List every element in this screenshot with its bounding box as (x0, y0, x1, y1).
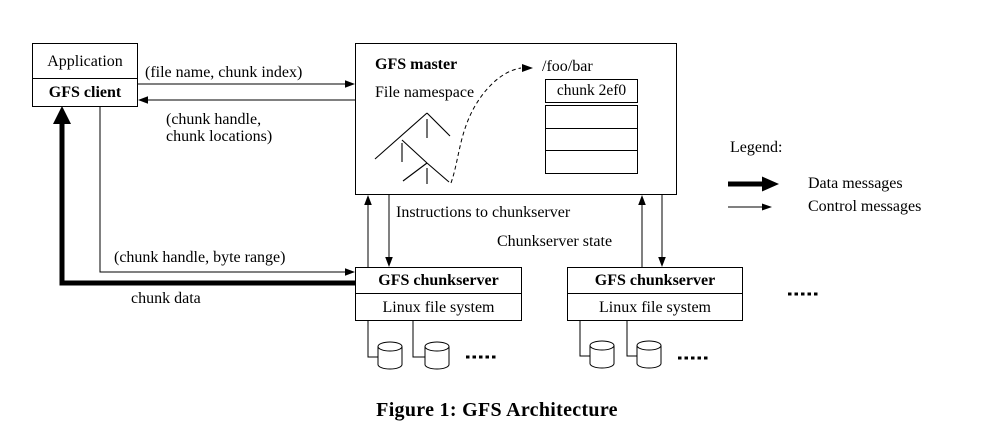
control-arrow-response (138, 96, 355, 104)
legend-title: Legend: (730, 139, 783, 156)
chunkserver1-fs-label: Linux file system (382, 298, 495, 316)
file-namespace-label: File namespace (375, 84, 475, 101)
chunk-table-row (546, 106, 637, 129)
chunk-data-label: chunk data (131, 290, 201, 307)
master-cs1-up-arrow (364, 195, 372, 267)
chunkserver2-fs-label: Linux file system (599, 298, 711, 316)
control-arrow-byte-range (99, 106, 355, 276)
master-box: GFS master File namespace /foo/bar chunk… (355, 43, 677, 195)
chunkserver2-box: GFS chunkserver Linux file system (567, 267, 743, 321)
file-name-chunk-index-label: (file name, chunk index) (145, 64, 303, 81)
chunk-handle-byte-range-label: (chunk handle, byte range) (114, 249, 286, 266)
control-arrow-request (137, 80, 355, 88)
namespace-lookup-dashed-arrow (450, 64, 533, 184)
chunkserver1-title: GFS chunkserver (378, 272, 499, 289)
disk-cylinders (377, 340, 662, 370)
path-label: /foo/bar (542, 58, 593, 75)
chunkserver2-title: GFS chunkserver (594, 272, 716, 289)
legend-control-messages-label: Control messages (808, 198, 922, 215)
application-label: Application (47, 52, 123, 70)
chunk-handle-locations-label: (chunk handle, chunk locations) (166, 111, 273, 145)
chunk-handle-label: chunk 2ef0 (556, 82, 627, 99)
chunk-table-row (546, 129, 637, 151)
master-cs2-up-arrow (638, 195, 646, 267)
chunk-table-body (545, 105, 638, 174)
master-cs1-down-arrow (385, 195, 393, 267)
client-box: Application GFS client (32, 43, 138, 107)
data-arrow-chunk-data (53, 106, 355, 286)
chunk-table-row (546, 151, 637, 172)
master-title: GFS master (375, 56, 458, 73)
gfs-client-label: GFS client (48, 84, 122, 101)
chunkserver1-box: GFS chunkserver Linux file system (355, 267, 522, 321)
ellipsis-dots (466, 292, 820, 360)
master-cs2-down-arrow (658, 195, 666, 267)
chunk-table-header: chunk 2ef0 (545, 79, 638, 103)
figure-caption: Figure 1: GFS Architecture (376, 399, 618, 421)
chunkserver-state-label: Chunkserver state (497, 233, 613, 250)
legend-data-messages-label: Data messages (808, 175, 903, 192)
namespace-tree (374, 112, 451, 184)
disk-connectors (367, 321, 637, 358)
legend-data-arrow-icon (728, 176, 779, 192)
legend-control-arrow-icon (728, 203, 772, 211)
instructions-label: Instructions to chunkserver (396, 204, 571, 221)
